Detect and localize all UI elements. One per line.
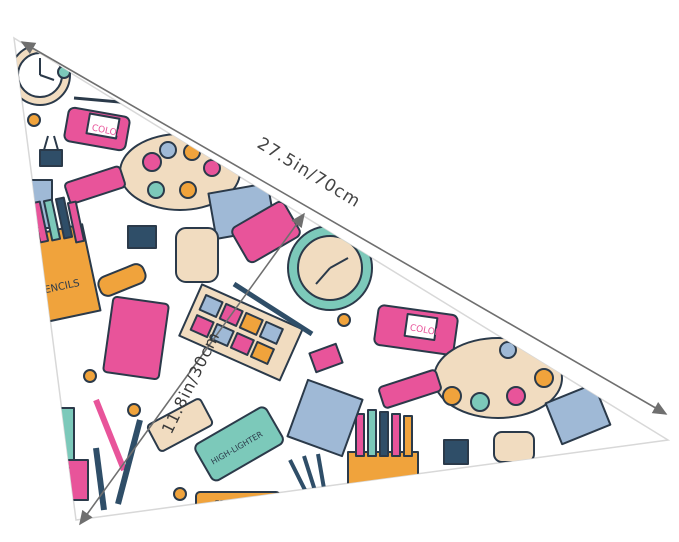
thumbtack-icon: [127, 403, 141, 417]
marker-icon: [65, 459, 89, 501]
sketchbook-icon: [102, 295, 170, 381]
sponge-icon: [175, 227, 219, 283]
thumbtack-icon: [27, 113, 41, 127]
thumbtack-icon: [173, 487, 187, 501]
binder-clip-icon: [443, 439, 469, 465]
thumbtack-icon: [337, 313, 351, 327]
thumbtack-icon: [83, 369, 97, 383]
alarm-clock-icon: [287, 225, 373, 311]
crayon-icon: CRAYON: [195, 491, 281, 513]
paint-palette-icon: [433, 337, 563, 419]
short-edge-arrow: [79, 212, 305, 526]
pencil-box-icon: [347, 409, 419, 513]
binder-clip-icon: [127, 225, 157, 249]
sponge-icon: [493, 431, 535, 463]
alarm-clock-icon: [14, 44, 71, 106]
long-edge-arrow: [20, 41, 668, 415]
crayon-text: CRAYON: [214, 499, 246, 508]
